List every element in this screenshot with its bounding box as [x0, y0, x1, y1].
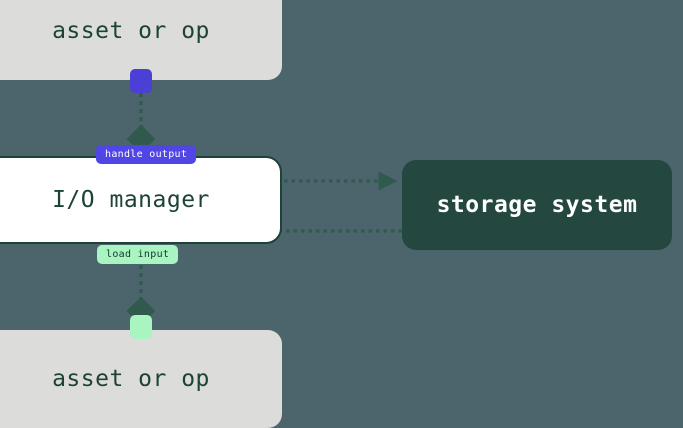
edge-label-load-input[interactable]: load input	[97, 245, 179, 264]
node-label: asset or op	[52, 366, 210, 392]
node-asset-or-op-top[interactable]: asset or op	[0, 0, 282, 80]
input-port-icon[interactable]	[130, 315, 152, 339]
node-storage-system[interactable]: storage system	[402, 160, 672, 250]
edge-label-text: load input	[106, 249, 170, 260]
node-label: I/O manager	[52, 187, 210, 213]
node-label: storage system	[436, 192, 638, 218]
edge-label-handle-output[interactable]: handle output	[96, 145, 197, 164]
node-asset-or-op-bottom[interactable]: asset or op	[0, 330, 282, 428]
node-io-manager[interactable]: I/O manager	[0, 156, 282, 244]
node-label: asset or op	[52, 18, 210, 44]
edge-label-text: handle output	[105, 149, 188, 160]
output-port-icon[interactable]	[130, 69, 152, 93]
